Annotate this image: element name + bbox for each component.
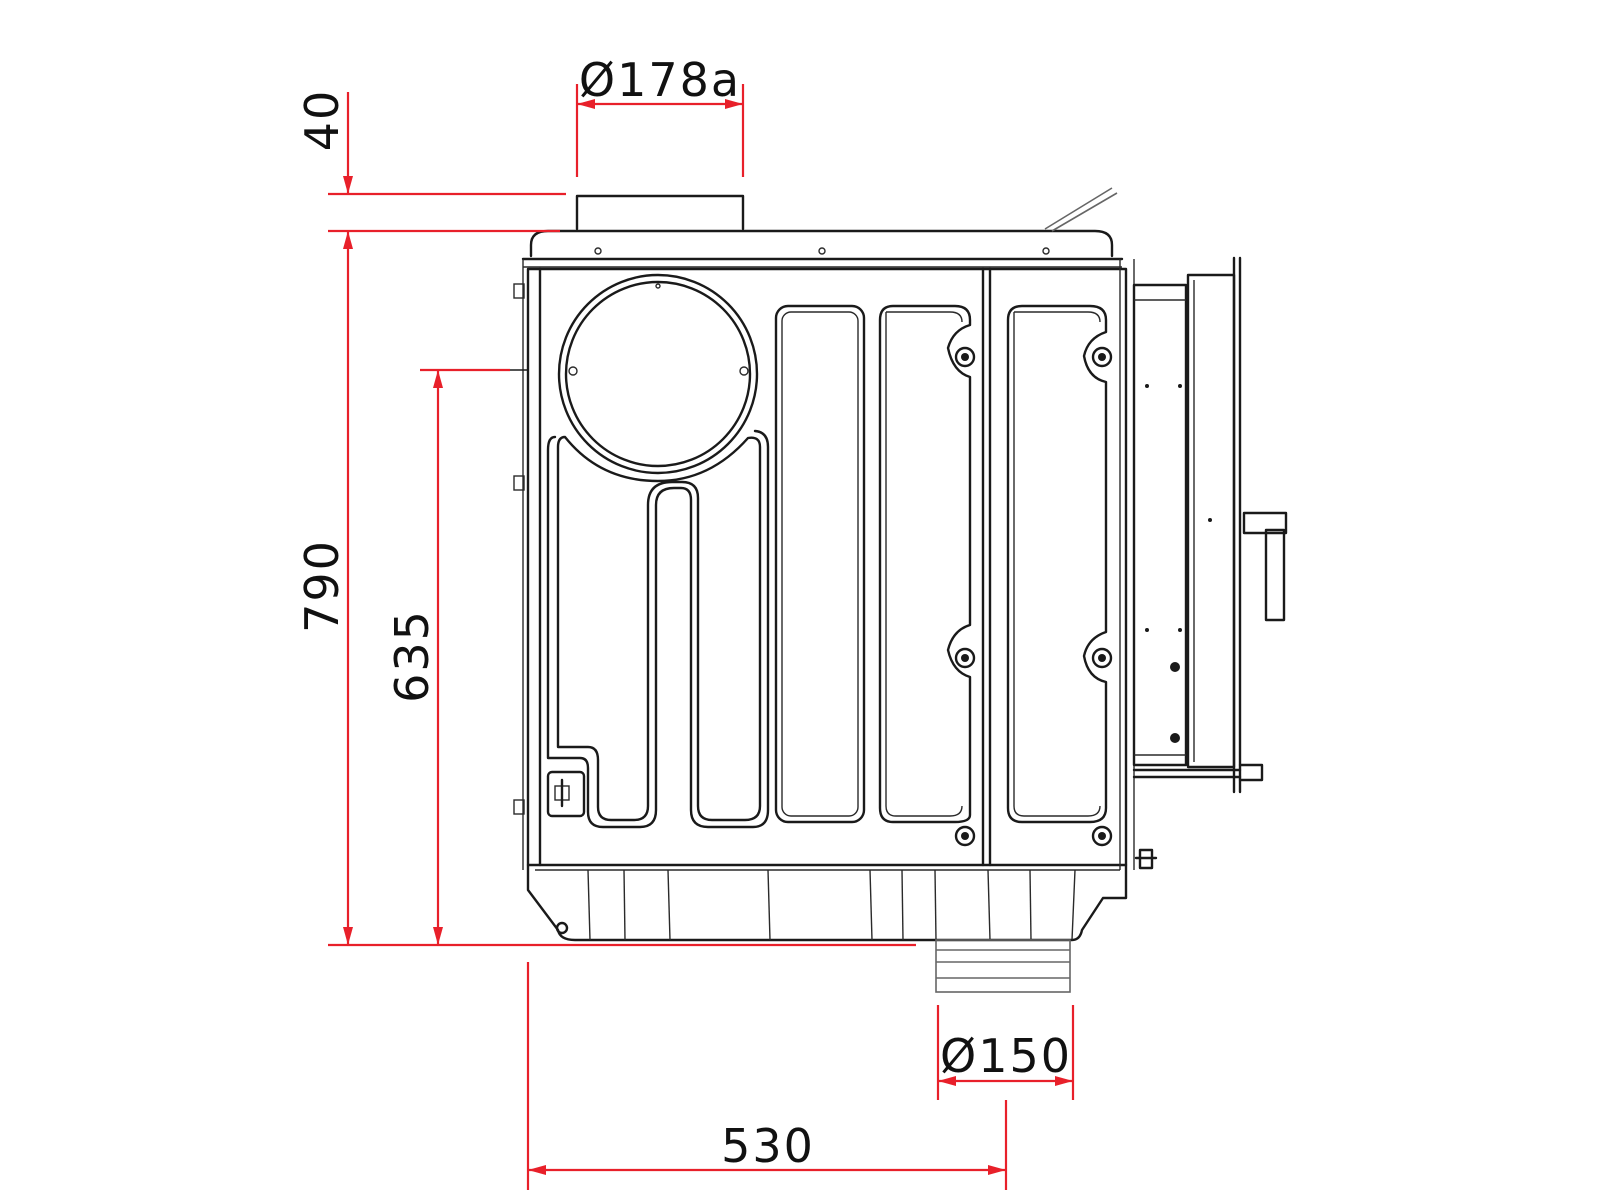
label-top-offset: 40	[295, 89, 349, 152]
base	[526, 863, 1128, 942]
bolts	[954, 346, 1113, 847]
rear-spigot	[557, 273, 759, 475]
top-flue-collar	[575, 194, 745, 231]
rear-panel-1	[556, 435, 762, 822]
dimension-lines	[328, 84, 1075, 1190]
label-width: 530	[721, 1119, 815, 1173]
rear-panel-3	[774, 304, 866, 824]
stove-body	[509, 187, 1288, 993]
rear-panel-5	[1006, 304, 1108, 824]
top-plate	[529, 229, 1114, 258]
rear-panel-4	[878, 304, 972, 824]
air-control-bracket	[546, 770, 586, 818]
door-assembly	[1132, 256, 1288, 870]
body-frame	[526, 267, 1128, 867]
bottom-outlet	[935, 939, 1071, 993]
label-bottom-outlet-diameter: Ø150	[940, 1029, 1072, 1083]
label-flue-top-diameter: Ø178a	[579, 53, 741, 107]
label-lower-height: 635	[385, 609, 439, 703]
label-total-height: 790	[295, 539, 349, 633]
thermometer-probe	[1044, 187, 1118, 232]
